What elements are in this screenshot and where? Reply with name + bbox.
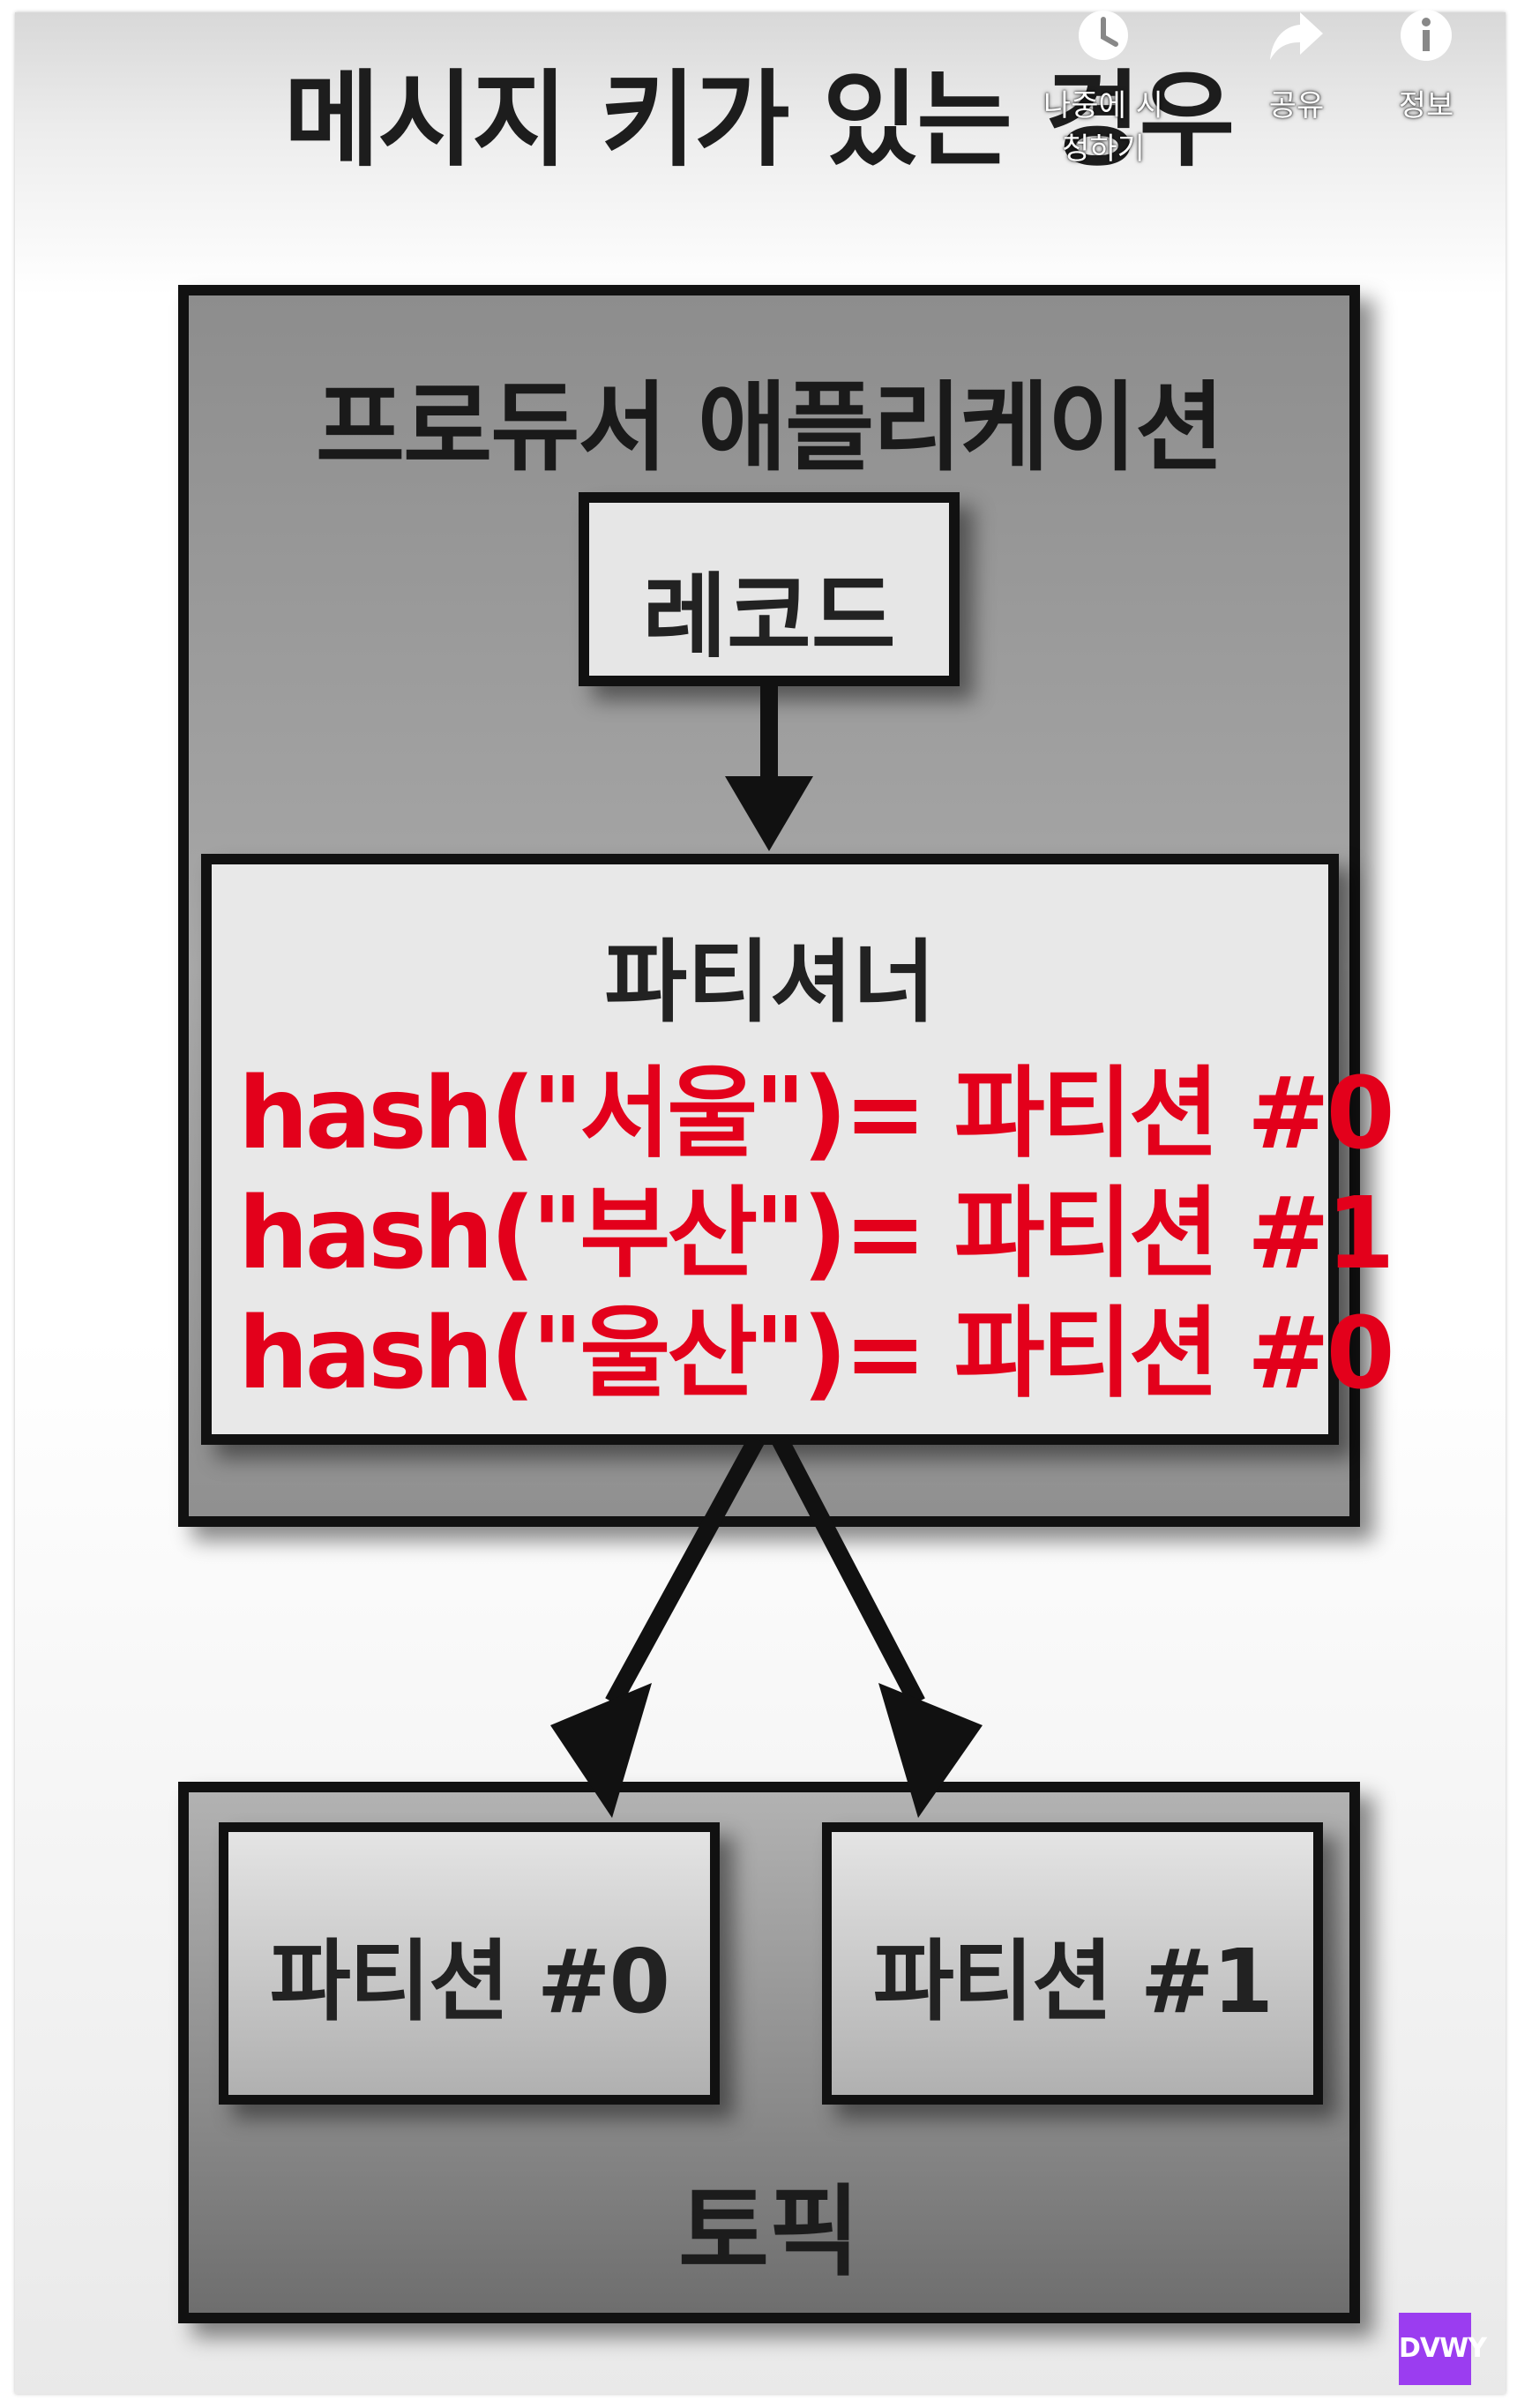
- page-title: 메시지 키가 있는 경우: [283, 59, 1235, 181]
- watch-later-button[interactable]: 나중에 시청하기: [1042, 7, 1165, 168]
- channel-watermark-badge[interactable]: DVWY: [1399, 2313, 1487, 2385]
- partition-0-label: 파티션 #0: [269, 1930, 670, 2033]
- info-label: 정보: [1398, 88, 1454, 123]
- record-box: 레코드: [579, 492, 960, 686]
- share-icon: [1270, 12, 1323, 60]
- partitioner-box: 파티셔너 hash("서울")= 파티션 #0 hash("부산")= 파티션 …: [201, 854, 1395, 1445]
- partition-1-label: 파티션 #1: [872, 1930, 1274, 2033]
- partition-1-box: 파티션 #1: [822, 1822, 1323, 2105]
- topic-label: 토픽: [677, 2175, 861, 2290]
- share-label: 공유: [1268, 88, 1325, 123]
- share-button[interactable]: 공유: [1235, 7, 1358, 124]
- clock-icon: [1079, 11, 1128, 60]
- partition-0-box: 파티션 #0: [219, 1822, 720, 2105]
- hash-mapping-list: hash("서울")= 파티션 #0 hash("부산")= 파티션 #1 ha…: [238, 1054, 1395, 1414]
- watch-later-label: 나중에 시청하기: [1043, 88, 1163, 167]
- info-icon: [1401, 10, 1452, 61]
- record-label: 레코드: [642, 563, 896, 670]
- hash-line-seoul: hash("서울")= 파티션 #0: [238, 1057, 1395, 1171]
- partitioner-label: 파티셔너: [604, 931, 936, 1036]
- hash-line-busan: hash("부산")= 파티션 #1: [238, 1177, 1395, 1291]
- hash-line-ulsan: hash("울산")= 파티션 #0: [238, 1297, 1395, 1411]
- producer-application-label: 프로듀서 애플리케이션: [315, 371, 1224, 484]
- info-button[interactable]: 정보: [1364, 7, 1488, 124]
